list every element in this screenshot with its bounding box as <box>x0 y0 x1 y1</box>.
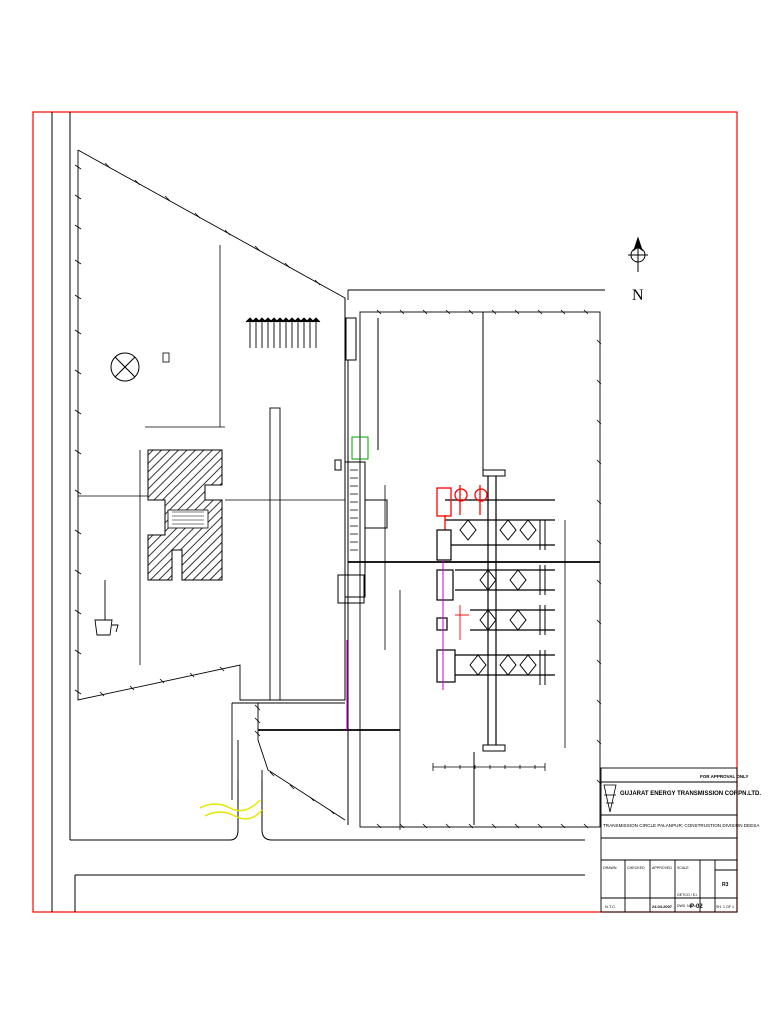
switchyard-equipment <box>459 519 546 685</box>
grid-label: GETCO / E-I <box>677 893 697 897</box>
staff-quarters-building <box>147 449 223 581</box>
company-logo-icon <box>603 784 617 813</box>
control-room <box>334 317 388 825</box>
approach-road <box>258 561 600 731</box>
fence-markers-left <box>74 162 321 697</box>
water-stream <box>199 799 263 820</box>
drawn-by: N.T.C. <box>605 904 616 909</box>
small-marker <box>162 352 170 363</box>
red-cables <box>455 605 469 640</box>
circle-name: TRANSMISSION CIRCLE PALANPUR; CONSTRUSTI… <box>603 823 760 828</box>
left-road <box>51 112 71 912</box>
sheet-border <box>32 111 738 913</box>
transformer-red <box>436 485 488 530</box>
substation-fence-markers <box>376 309 602 829</box>
north-label: N <box>632 287 644 304</box>
company-name: GUJARAT ENERGY TRANSMISSION CORPN.LTD. <box>620 791 761 797</box>
drawing-date: 24.04.2007 <box>652 904 673 909</box>
substation-compound <box>347 289 605 828</box>
sheet-number: SH. 1 OF 1 <box>716 905 734 909</box>
road-fence-markers <box>254 704 335 815</box>
rev-label: R3 <box>722 882 729 888</box>
drawing-number: P-02 <box>690 904 703 910</box>
switchyard <box>445 476 555 745</box>
header-scale: SCALE <box>677 866 689 870</box>
header-checked: CHECKED <box>627 866 645 870</box>
tank-symbol-icon <box>110 352 140 382</box>
header-drawn: DRAWN <box>603 866 617 870</box>
approval-note: FOR APPROVAL ONLY <box>700 774 749 779</box>
internal-road <box>231 407 346 821</box>
title-block <box>600 767 738 913</box>
pump-house-symbol-icon <box>94 580 119 636</box>
tree-row <box>245 317 321 348</box>
control-room-details <box>350 469 401 830</box>
bottom-road <box>70 780 585 912</box>
substation-dimensions <box>432 520 566 771</box>
building-dimensions <box>78 245 345 665</box>
dim-ticks <box>444 765 536 769</box>
header-approved: APPROVED <box>652 866 672 870</box>
north-arrow-icon <box>628 236 648 272</box>
transformer-blocks <box>436 529 456 683</box>
left-plot-fence <box>77 149 346 701</box>
drawing-number-label: DWG. NO. <box>677 904 693 908</box>
gantry-north <box>473 312 506 825</box>
